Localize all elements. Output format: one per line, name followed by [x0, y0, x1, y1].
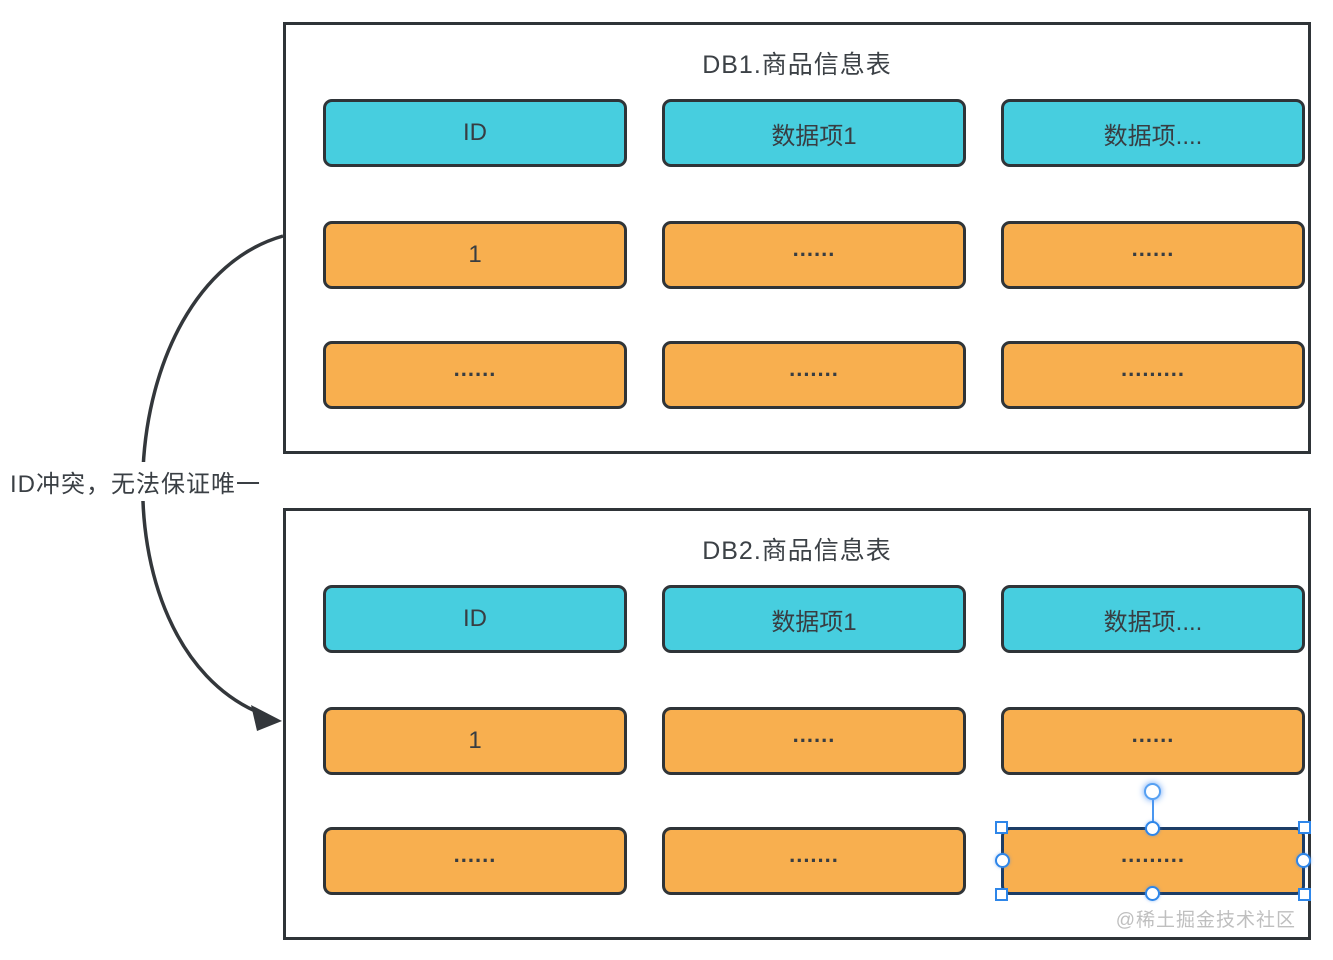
header-cell[interactable]: ID	[323, 99, 627, 167]
db2-rows: ID 数据项1 数据项.... 1..........................…	[286, 511, 1311, 937]
header-row: ID 数据项1 数据项....	[323, 99, 1305, 167]
cell-label: ......	[1131, 722, 1175, 747]
cell-label: ID	[463, 605, 487, 632]
table-row: 1............	[323, 707, 1305, 775]
cell-label: 数据项1	[771, 122, 857, 150]
rotation-handle[interactable]	[1144, 783, 1161, 800]
cell-label: ......	[792, 236, 836, 261]
resize-handle-se[interactable]	[1298, 888, 1311, 901]
conflict-arrow-head	[251, 705, 282, 731]
cell-label: 1	[468, 241, 482, 268]
cell-label: 1	[468, 727, 482, 754]
cell-label: ......	[453, 842, 497, 867]
header-cell[interactable]: 数据项....	[1001, 585, 1305, 653]
resize-handle-sw[interactable]	[995, 888, 1008, 901]
cell-label: .........	[1120, 356, 1185, 381]
data-cell[interactable]: .........	[995, 783, 1311, 901]
db2-table-title: DB2.商品信息表	[702, 537, 892, 565]
id-conflict-label[interactable]: ID冲突，无法保证唯一	[6, 462, 265, 501]
resize-handle-n[interactable]	[1145, 821, 1160, 836]
resize-handle-w[interactable]	[995, 853, 1010, 868]
resize-handle-nw[interactable]	[995, 821, 1008, 834]
db1-rows: ID 数据项1 数据项.... 1..........................…	[286, 25, 1308, 451]
watermark: @稀土掘金技术社区	[1115, 910, 1296, 931]
db1-table-title: DB1.商品信息表	[702, 51, 892, 79]
db1-table-panel[interactable]: DB1.商品信息表 ID 数据项1 数据项.... 1................…	[283, 22, 1311, 454]
resize-handle-ne[interactable]	[1298, 821, 1311, 834]
resize-handle-e[interactable]	[1296, 853, 1311, 868]
cell-label: .......	[789, 842, 839, 867]
table-row: 1............	[323, 221, 1305, 289]
header-cell[interactable]: 数据项....	[1001, 99, 1305, 167]
db2-table-panel[interactable]: DB2.商品信息表 ID 数据项1 数据项.... 1................…	[283, 508, 1311, 940]
data-cell[interactable]: ......	[323, 341, 627, 409]
data-cell[interactable]: .......	[662, 341, 966, 409]
table-row: ......................	[323, 783, 1311, 901]
header-row: ID 数据项1 数据项....	[323, 585, 1305, 653]
cell-label: .........	[1120, 842, 1185, 867]
data-cell[interactable]: 1	[323, 221, 627, 289]
data-cell[interactable]: 1	[323, 707, 627, 775]
cell-label: ......	[792, 722, 836, 747]
data-cell[interactable]: ......	[1001, 707, 1305, 775]
header-cell[interactable]: 数据项1	[662, 585, 966, 653]
header-cell[interactable]: ID	[323, 585, 627, 653]
cell-label: 数据项1	[771, 608, 857, 636]
rotation-handle-line	[1152, 800, 1154, 822]
data-cell[interactable]: ......	[323, 827, 627, 895]
table-row: ......................	[323, 341, 1305, 409]
data-cell[interactable]: ......	[662, 221, 966, 289]
resize-handle-s[interactable]	[1145, 886, 1160, 901]
header-cell[interactable]: 数据项1	[662, 99, 966, 167]
data-cell[interactable]: ......	[662, 707, 966, 775]
cell-label: ......	[453, 356, 497, 381]
cell-label: ......	[1131, 236, 1175, 261]
cell-label: .......	[789, 356, 839, 381]
data-cell[interactable]: .........	[1001, 341, 1305, 409]
data-cell[interactable]: ......	[1001, 221, 1305, 289]
cell-label: ID	[463, 119, 487, 146]
cell-label: 数据项....	[1103, 122, 1203, 150]
cell-label: 数据项....	[1103, 608, 1203, 636]
data-cell[interactable]: .......	[662, 827, 966, 895]
